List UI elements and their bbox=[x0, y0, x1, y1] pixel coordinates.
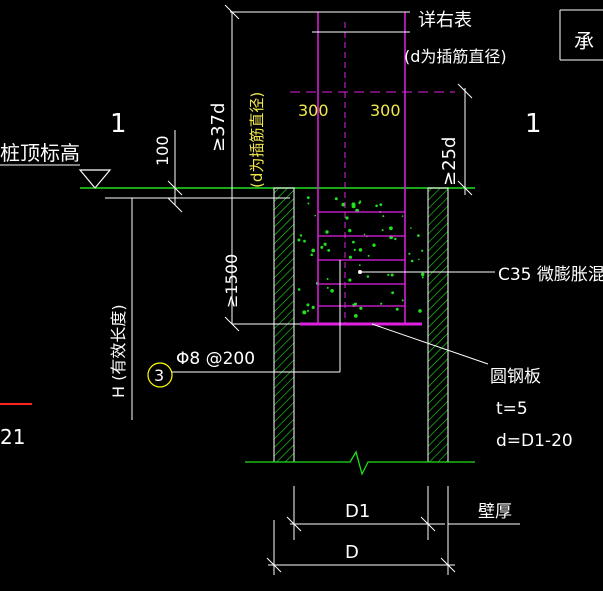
dim-D-label: D bbox=[345, 542, 359, 563]
elevation-marker bbox=[78, 169, 112, 189]
corner-right-text: 承 bbox=[574, 29, 594, 53]
section-mark-right: 1 bbox=[525, 109, 542, 139]
break-line bbox=[245, 450, 475, 476]
dim-100-label: 100 bbox=[153, 135, 172, 166]
title-block-corner: 承 bbox=[559, 9, 603, 61]
concrete-fill bbox=[297, 196, 425, 318]
pile-wall-right bbox=[427, 187, 449, 463]
dim-1500-label: ≥1500 bbox=[222, 254, 241, 308]
stirrup-callout-circle bbox=[147, 362, 173, 388]
spacing-left: 300 bbox=[298, 101, 329, 120]
stirrups bbox=[318, 211, 405, 307]
pile-top-label: 桩顶标高 bbox=[0, 141, 80, 165]
stirrup-number: 3 bbox=[154, 366, 164, 385]
anchor-37d-label: ≥37d bbox=[208, 103, 229, 152]
d-note-label: (d为插筋直径) bbox=[404, 47, 507, 66]
plate-label: 圆钢板 bbox=[490, 367, 541, 387]
detail-table-label: 详右表 bbox=[418, 10, 472, 31]
corner-left-text: 21 bbox=[0, 425, 25, 449]
pile-wall-left bbox=[273, 187, 295, 463]
rebar-dia-note: (d为插筋直径) bbox=[248, 92, 266, 188]
stirrup-spec: Φ8 @200 bbox=[176, 349, 255, 369]
concrete-label: C35 微膨胀混凝 bbox=[498, 265, 603, 285]
wall-thickness-label: 壁厚 bbox=[478, 502, 512, 522]
anchor-25d-label: ≥25d bbox=[439, 137, 460, 186]
section-mark-left: 1 bbox=[110, 109, 127, 139]
dim-D1-label: D1 bbox=[345, 501, 370, 522]
spacing-right: 300 bbox=[370, 101, 401, 120]
effective-length-label: H (有效长度) bbox=[109, 304, 128, 398]
plate-diameter: d=D1-20 bbox=[496, 431, 573, 451]
plate-thickness: t=5 bbox=[496, 399, 528, 419]
